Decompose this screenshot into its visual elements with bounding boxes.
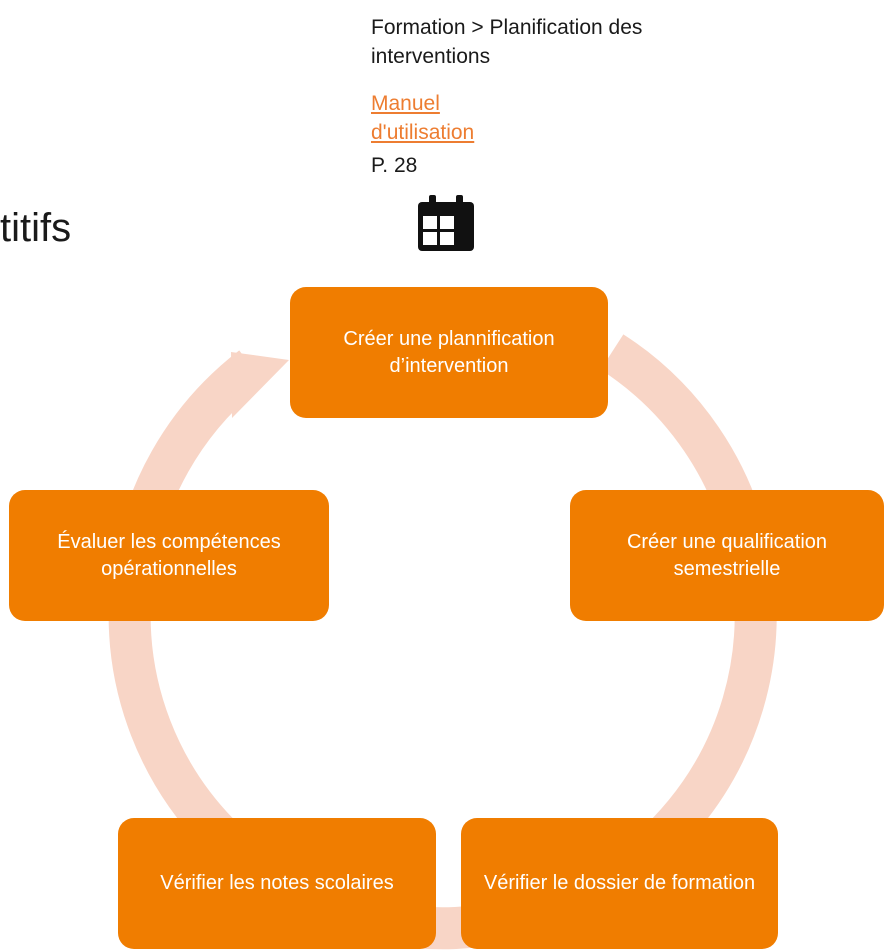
cycle-arrowhead: [231, 352, 289, 418]
step-create-semester-qualification[interactable]: Créer une qualification semestrielle: [570, 490, 884, 621]
step-check-school-grades[interactable]: Vérifier les notes scolaires: [118, 818, 436, 949]
page-reference: P. 28: [371, 154, 418, 177]
step-create-intervention-plan[interactable]: Créer une plannification d’intervention: [290, 287, 608, 418]
breadcrumb: Formation > Planification des interventi…: [371, 16, 643, 68]
slide-title-fragment: titifs: [0, 206, 72, 250]
calendar-icon: [418, 195, 474, 251]
user-manual-link[interactable]: Manuel d'utilisation: [371, 92, 475, 144]
step-evaluate-operational-skills[interactable]: Évaluer les compétences opérationnelles: [9, 490, 329, 621]
step-check-training-record[interactable]: Vérifier le dossier de formation: [461, 818, 778, 949]
